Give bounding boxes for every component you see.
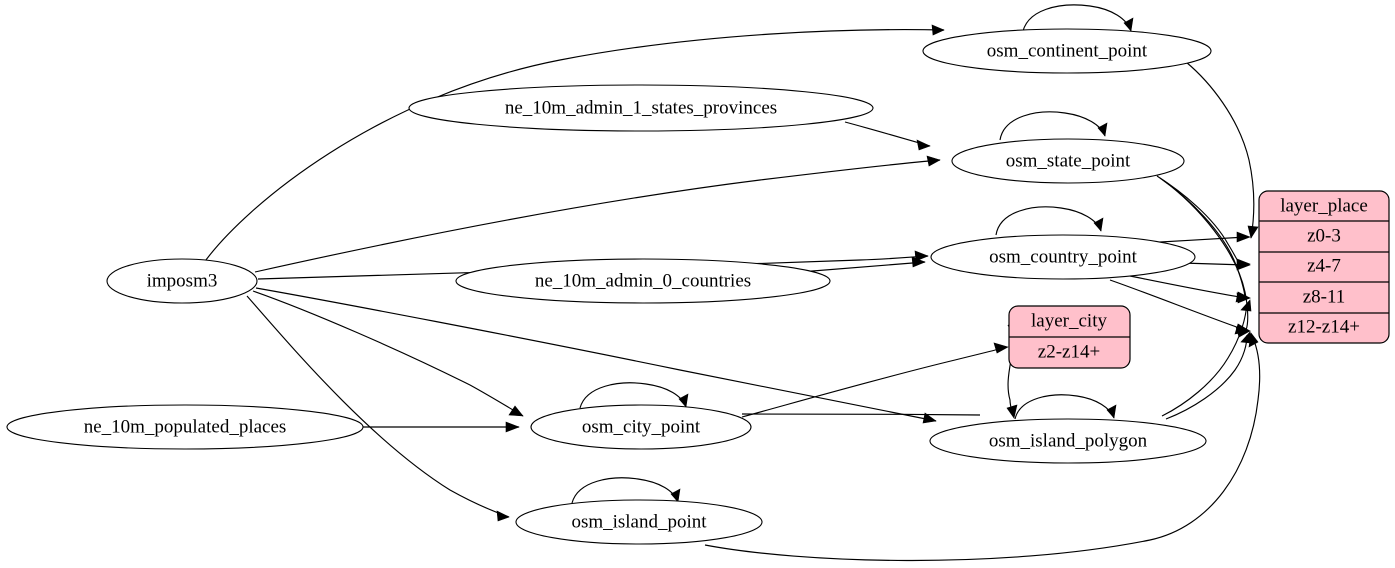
edge-osm-continent-point-to-layer-place-z0-3: [1185, 61, 1259, 239]
edge-ne-states-to-osm-state-point: [844, 121, 931, 151]
self-loop-osm-city-point: [579, 382, 689, 409]
self-loop-osm-country-point: [995, 206, 1104, 236]
edge-osm-country-point-to-layer-place-z8-11: [1129, 275, 1251, 303]
edge-imposm3-to-osm-island-point: [246, 295, 510, 522]
node-osm-state-point[interactable]: osm_state_point: [951, 138, 1185, 184]
edge-osm-country-point-to-layer-place-z12: [1109, 279, 1251, 335]
node-ne-10m-admin-0-countries[interactable]: ne_10m_admin_0_countries: [455, 258, 831, 304]
node-layer-place[interactable]: layer_place z0-3 z4-7 z8-11 z12-z14+: [1258, 190, 1390, 344]
node-osm-island-polygon[interactable]: osm_island_polygon: [929, 418, 1207, 464]
node-osm-continent-point[interactable]: osm_continent_point: [922, 28, 1212, 74]
edge-osm-island-polygon-to-layer-place-z8-11: [1161, 299, 1252, 417]
edge-osm-island-point-to-layer-place-z12: [704, 332, 1261, 562]
node-osm-country-point[interactable]: osm_country_point: [930, 234, 1196, 280]
self-loop-osm-island-polygon: [1014, 394, 1117, 420]
edge-layer-city-to-osm-island-polygon: [741, 324, 1018, 419]
node-osm-city-point[interactable]: osm_city_point: [530, 404, 752, 450]
node-ne-10m-populated-places[interactable]: ne_10m_populated_places: [6, 404, 364, 450]
edge-imposm3-to-osm-state-point: [254, 155, 941, 273]
edge-imposm3-to-osm-city-point: [252, 290, 524, 417]
node-imposm3[interactable]: imposm3: [106, 258, 258, 304]
edge-ne-countries-to-osm-country-point: [799, 256, 926, 273]
edge-imposm3-to-osm-continent-point: [202, 24, 945, 265]
node-osm-island-point[interactable]: osm_island_point: [515, 499, 763, 545]
node-ne-10m-admin-1-states-provinces[interactable]: ne_10m_admin_1_states_provinces: [408, 84, 874, 132]
edge-ne-populated-to-osm-city-point: [363, 421, 520, 433]
node-layer-city[interactable]: layer_city z2-z14+: [1008, 305, 1131, 369]
edge-imposm3-to-osm-island-polygon: [255, 287, 937, 424]
self-loop-osm-continent-point: [1021, 4, 1134, 37]
self-loop-osm-state-point: [999, 111, 1108, 141]
edge-layer: [202, 4, 1261, 562]
self-loop-osm-island-point: [571, 477, 681, 504]
edge-osm-city-point-to-layer-city: [741, 342, 1009, 418]
